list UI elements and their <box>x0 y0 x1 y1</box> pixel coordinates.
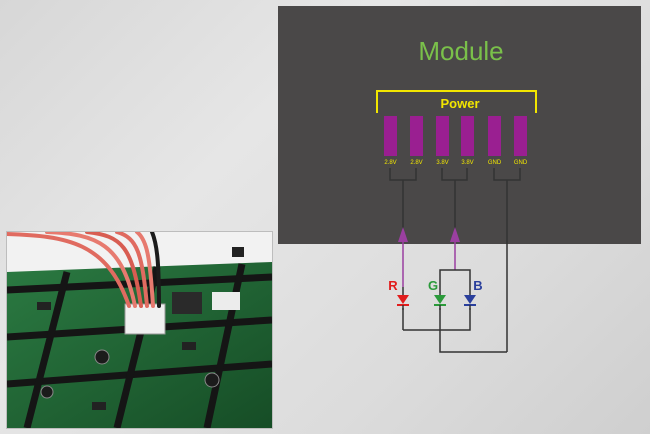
ribbon-cables <box>7 232 161 308</box>
pin-5 <box>514 116 527 156</box>
pin-4 <box>488 116 501 156</box>
pcb-components <box>37 247 244 410</box>
led-diode-icon-g <box>434 295 446 304</box>
power-pins: 2.8V 2.8V 3.8V 3.8V GND GND <box>384 116 528 166</box>
led-panel-photo <box>6 231 273 429</box>
module-title: Module <box>418 36 503 66</box>
module-box <box>278 6 641 244</box>
supply-arrows <box>398 227 460 287</box>
pin-label-0: 2.8V <box>384 160 396 166</box>
pin-1 <box>410 116 423 156</box>
led-diode-icon-r <box>397 295 409 304</box>
pin-2 <box>436 116 449 156</box>
pin-0 <box>384 116 397 156</box>
pin-label-4: GND <box>488 160 502 166</box>
pin-label-1: 2.8V <box>410 160 422 166</box>
led-wires <box>402 269 507 353</box>
pin-3 <box>461 116 474 156</box>
power-bracket <box>376 90 537 113</box>
pin-label-2: 3.8V <box>436 160 448 166</box>
connector <box>124 303 166 335</box>
power-label: Power <box>440 96 479 111</box>
pin-label-3: 3.8V <box>461 160 473 166</box>
led-label-b: B <box>473 278 482 293</box>
led-label-r: R <box>388 278 398 293</box>
pin-label-5: GND <box>514 160 528 166</box>
led-label-g: G <box>428 278 438 293</box>
led-diode-icon-b <box>464 295 476 304</box>
